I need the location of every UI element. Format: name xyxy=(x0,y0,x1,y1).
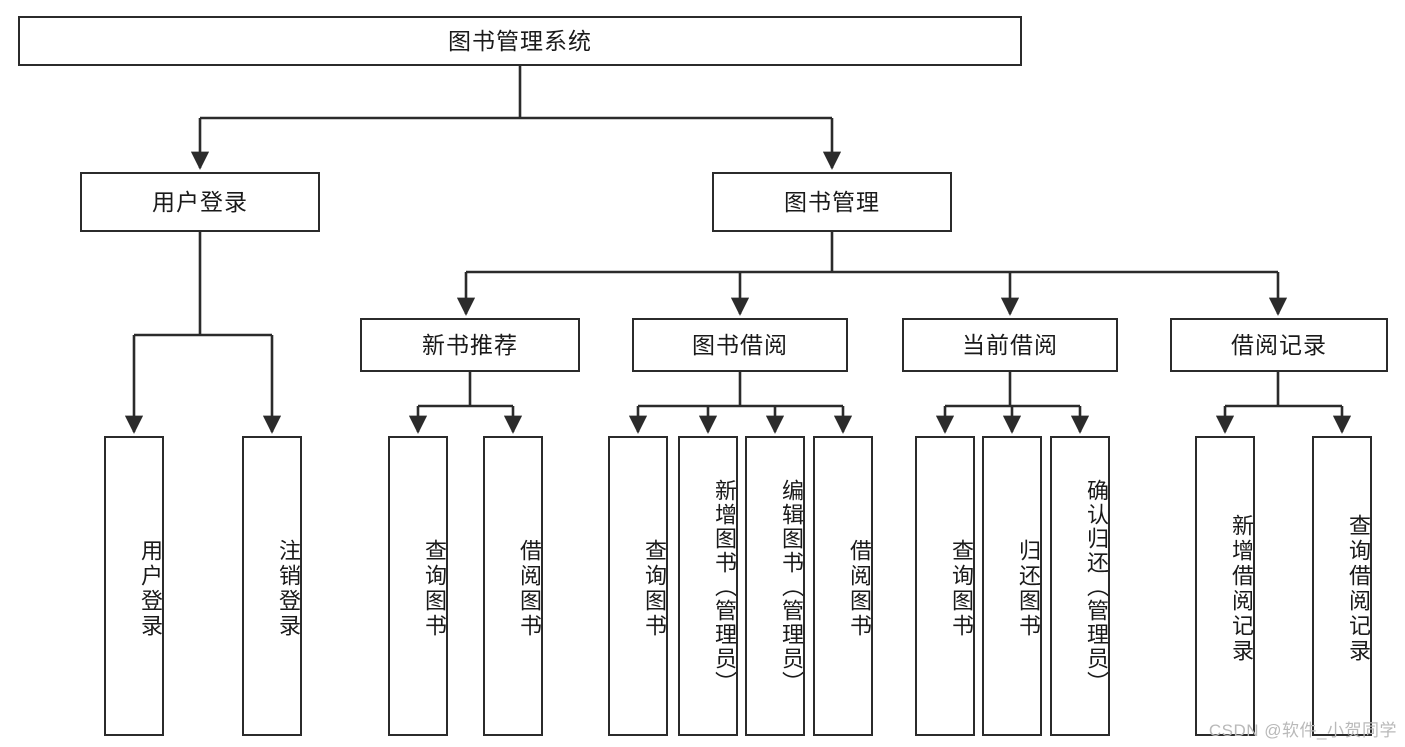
node-leaf-confirm-return[interactable]: 确认归还（管理员） xyxy=(1050,436,1110,736)
node-leaf-query-book-1[interactable]: 查询图书 xyxy=(388,436,448,736)
node-leaf-edit-book[interactable]: 编辑图书（管理员） xyxy=(745,436,805,736)
node-leaf-add-record[interactable]: 新增借阅记录 xyxy=(1195,436,1255,736)
node-book-manage[interactable]: 图书管理 xyxy=(712,172,952,232)
node-root-label: 图书管理系统 xyxy=(448,27,592,54)
node-borrow-record[interactable]: 借阅记录 xyxy=(1170,318,1388,372)
node-leaf-add-record-label: 新增借阅记录 xyxy=(1229,514,1254,664)
node-new-book-recommend-label: 新书推荐 xyxy=(422,331,518,358)
node-leaf-add-book[interactable]: 新增图书（管理员） xyxy=(678,436,738,736)
watermark: CSDN @软件_小贺同学 xyxy=(1208,721,1397,740)
node-leaf-user-login-label: 用户登录 xyxy=(138,539,163,639)
node-current-borrow-label: 当前借阅 xyxy=(962,331,1058,358)
node-leaf-borrow-book-1-label: 借阅图书 xyxy=(517,539,542,639)
node-leaf-confirm-return-label: 确认归还（管理员） xyxy=(1084,479,1109,695)
node-leaf-borrow-book-2[interactable]: 借阅图书 xyxy=(813,436,873,736)
node-leaf-user-logout[interactable]: 注销登录 xyxy=(242,436,302,736)
node-leaf-edit-book-label: 编辑图书（管理员） xyxy=(779,479,804,695)
node-user-login[interactable]: 用户登录 xyxy=(80,172,320,232)
node-leaf-query-book-3-label: 查询图书 xyxy=(949,539,974,639)
node-book-borrow[interactable]: 图书借阅 xyxy=(632,318,848,372)
node-leaf-query-record-label: 查询借阅记录 xyxy=(1346,514,1371,664)
node-root[interactable]: 图书管理系统 xyxy=(18,16,1022,66)
node-leaf-query-record[interactable]: 查询借阅记录 xyxy=(1312,436,1372,736)
node-new-book-recommend[interactable]: 新书推荐 xyxy=(360,318,580,372)
node-book-borrow-label: 图书借阅 xyxy=(692,331,788,358)
node-leaf-query-book-2[interactable]: 查询图书 xyxy=(608,436,668,736)
node-leaf-borrow-book-2-label: 借阅图书 xyxy=(847,539,872,639)
node-borrow-record-label: 借阅记录 xyxy=(1231,331,1327,358)
node-leaf-return-book[interactable]: 归还图书 xyxy=(982,436,1042,736)
node-user-login-label: 用户登录 xyxy=(152,188,248,215)
node-leaf-query-book-1-label: 查询图书 xyxy=(422,539,447,639)
node-leaf-query-book-3[interactable]: 查询图书 xyxy=(915,436,975,736)
node-leaf-user-logout-label: 注销登录 xyxy=(276,539,301,639)
node-current-borrow[interactable]: 当前借阅 xyxy=(902,318,1118,372)
node-leaf-borrow-book-1[interactable]: 借阅图书 xyxy=(483,436,543,736)
node-leaf-user-login[interactable]: 用户登录 xyxy=(104,436,164,736)
node-leaf-add-book-label: 新增图书（管理员） xyxy=(712,479,737,695)
node-leaf-return-book-label: 归还图书 xyxy=(1016,539,1041,639)
node-leaf-query-book-2-label: 查询图书 xyxy=(642,539,667,639)
node-book-manage-label: 图书管理 xyxy=(784,188,880,215)
